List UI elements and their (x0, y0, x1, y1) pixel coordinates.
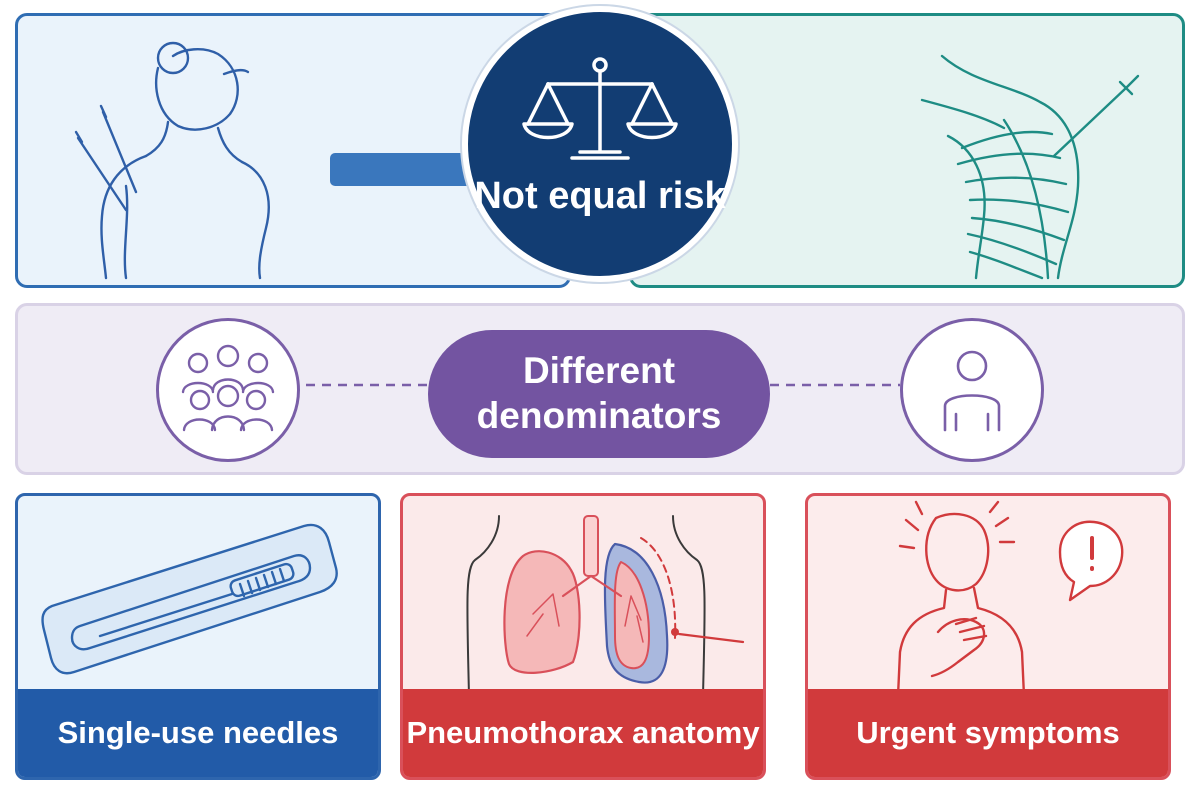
collapsed-lung-icon (466, 515, 745, 697)
pill-text: Different denominators (476, 350, 722, 436)
card-single-use-needles: Single-use needles (15, 493, 381, 780)
shoulder-injection-icon (920, 54, 1140, 280)
sterile-needle-package-icon (41, 523, 338, 675)
card-label-needles: Single-use needles (18, 689, 378, 777)
not-equal-risk-badge: Not equal risk (462, 6, 738, 282)
single-person-icon (943, 350, 1001, 432)
card-urgent-symptoms: Urgent symptoms (805, 493, 1171, 780)
card-pneumothorax-anatomy: Pneumothorax anatomy (400, 493, 766, 780)
group-people-icon (181, 344, 275, 432)
balance-scale-icon (522, 57, 678, 160)
acupuncture-back-icon (74, 41, 270, 280)
different-denominators-pill: Different denominators (428, 330, 770, 458)
chest-pain-alert-icon (896, 500, 1124, 698)
group-circle (156, 318, 300, 462)
card-label-urgent: Urgent symptoms (808, 689, 1168, 777)
badge-text: Not equal risk (474, 175, 726, 217)
individual-circle (900, 318, 1044, 462)
card-label-pneumothorax: Pneumothorax anatomy (403, 689, 763, 777)
